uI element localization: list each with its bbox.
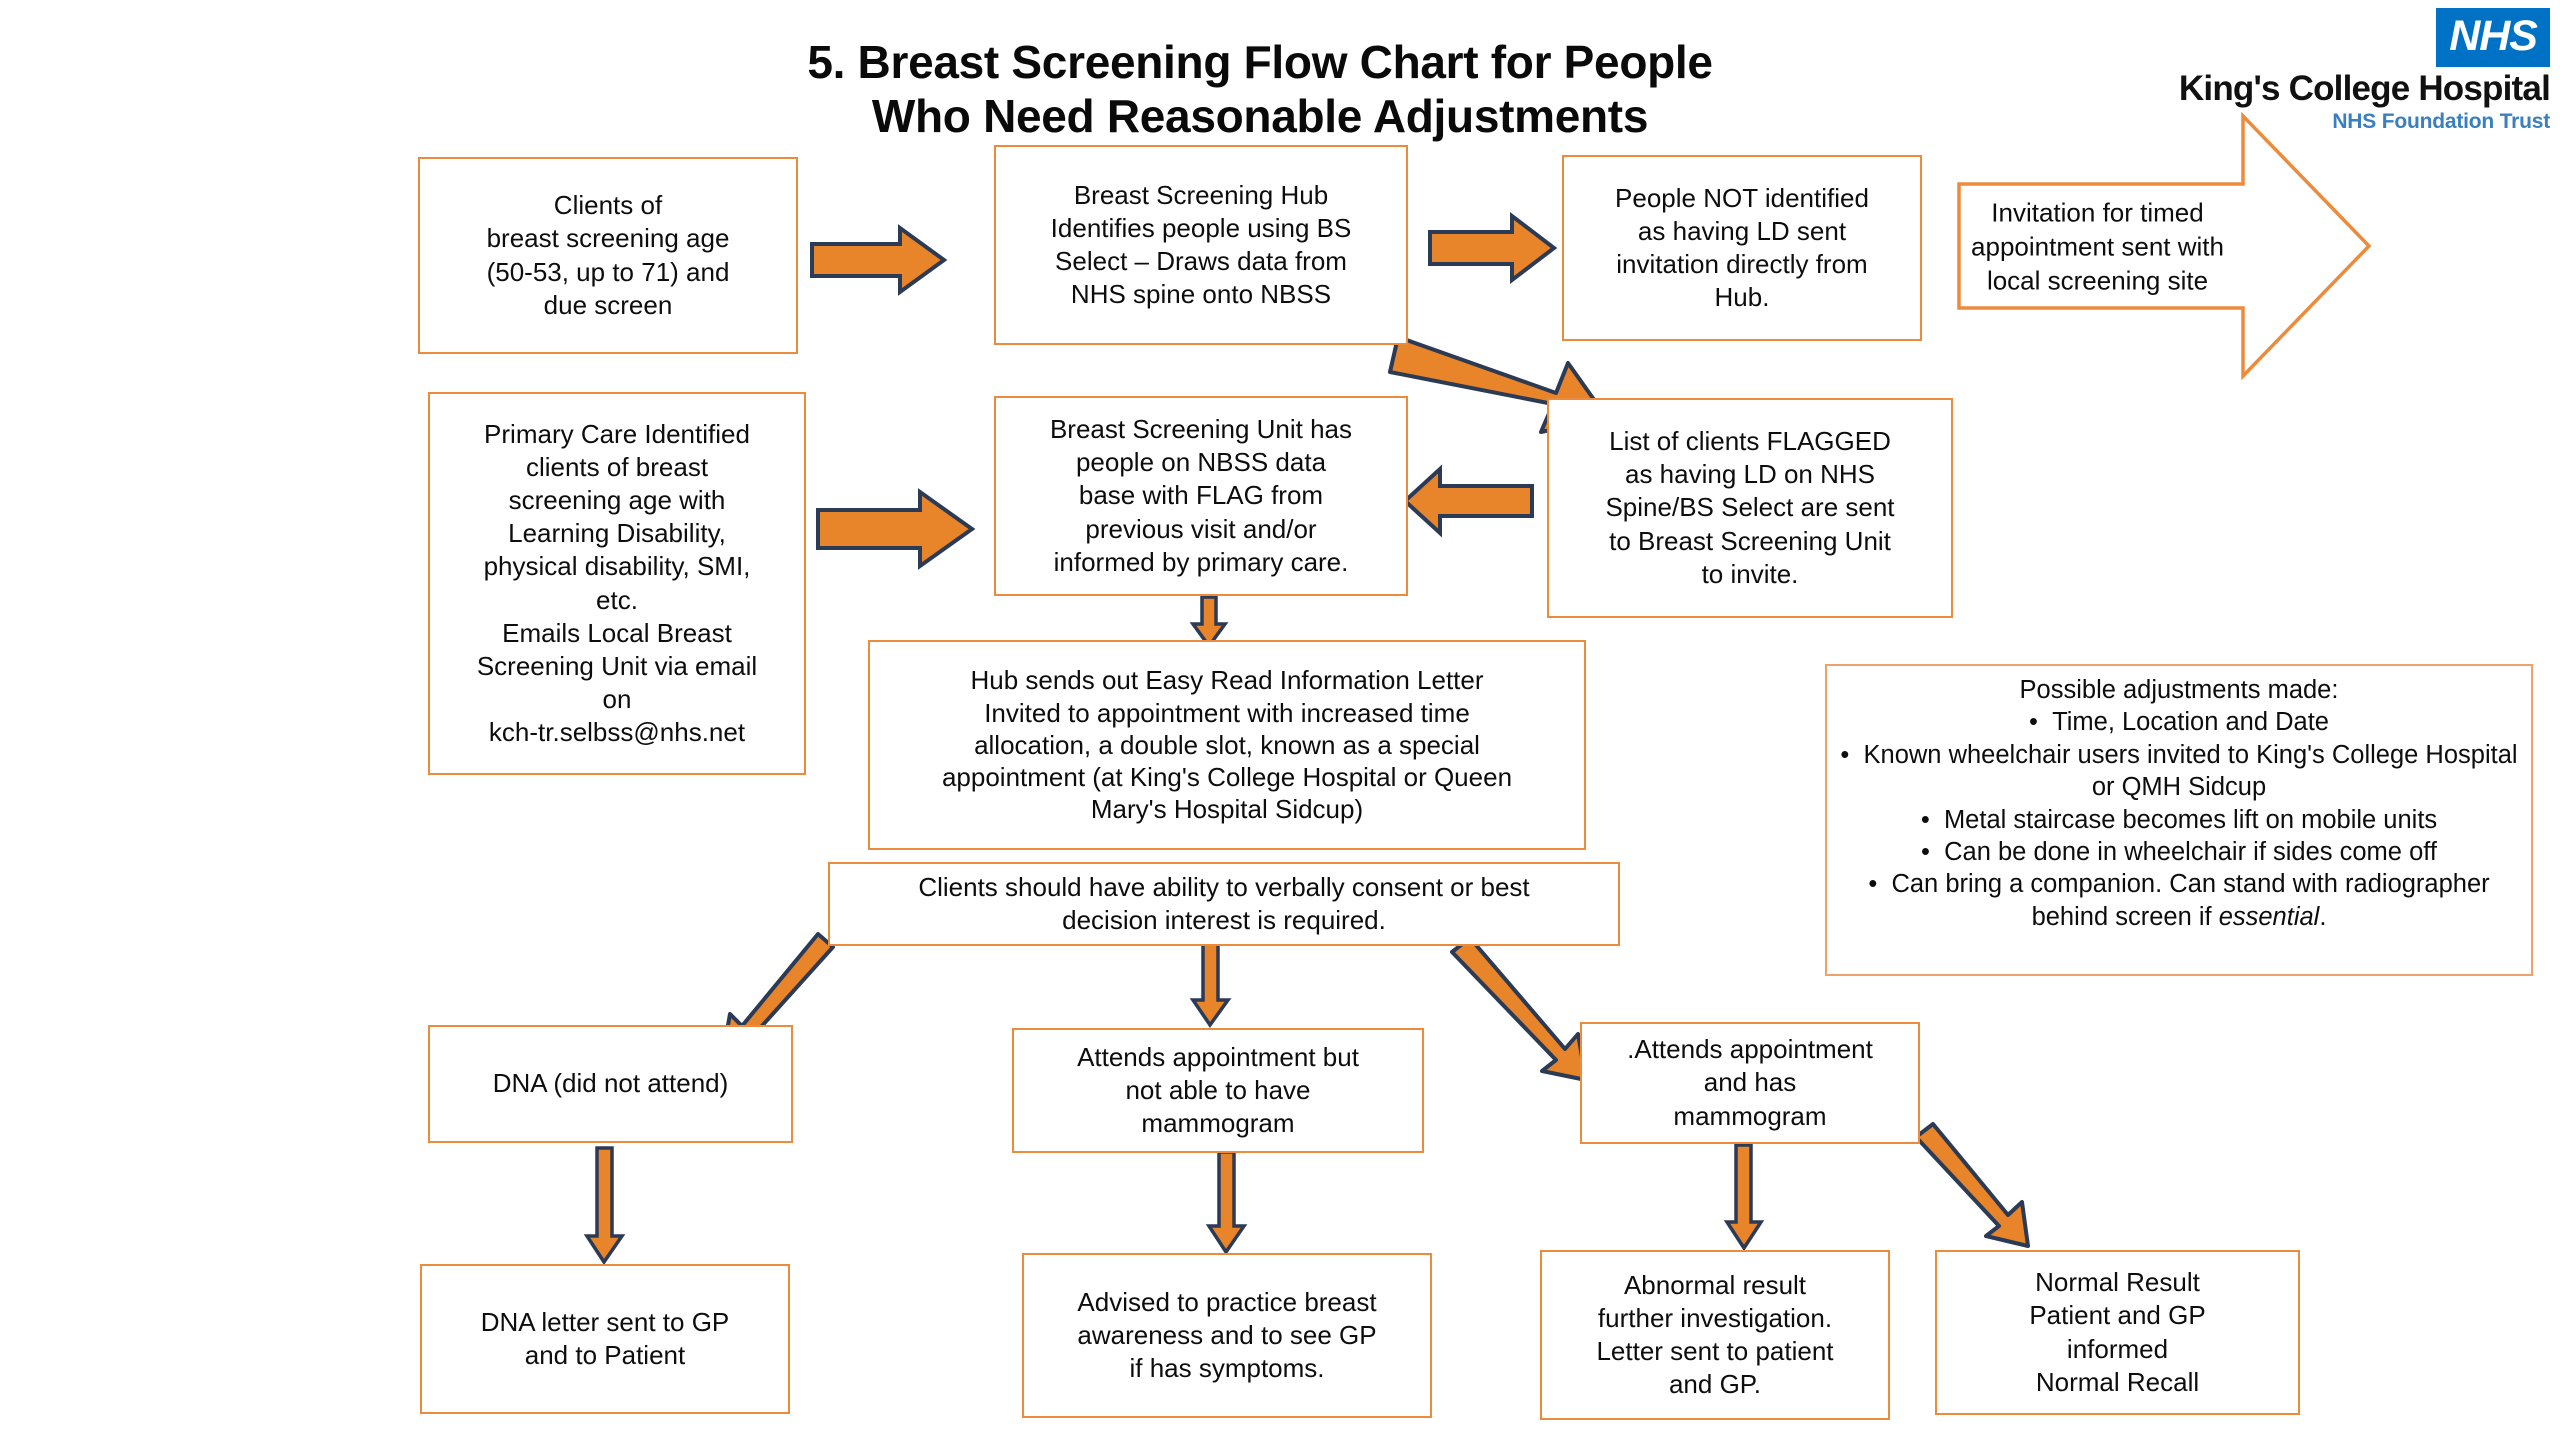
box-attends-has-mammogram-text: .Attends appointment and has mammogram (1627, 1034, 1873, 1131)
adjustments-header: Possible adjustments made: (2019, 676, 2339, 704)
box-hub-identifies-text: Breast Screening Hub Identifies people u… (1050, 179, 1352, 310)
box-people-not-identified-text: People NOT identified as having LD sent … (1615, 182, 1869, 313)
adjustment-item-5: • Can bring a companion. Can stand with … (1868, 870, 2490, 931)
box-attends-has-mammogram[interactable]: .Attends appointment and has mammogram (1580, 1022, 1920, 1144)
box-advised-breast-awareness[interactable]: Advised to practice breast awareness and… (1022, 1253, 1432, 1418)
box-dna-did-not-attend-text: DNA (did not attend) (492, 1068, 729, 1099)
nhs-logo-badge: NHS (2436, 8, 2550, 67)
box-clients-due-screen[interactable]: Clients of breast screening age (50-53, … (418, 157, 798, 354)
box-bsu-nbss-flag[interactable]: Breast Screening Unit has people on NBSS… (994, 396, 1408, 596)
box-dna-letter-gp-patient-text: DNA letter sent to GP and to Patient (480, 1306, 730, 1370)
box-verbal-consent[interactable]: Clients should have ability to verbally … (828, 862, 1620, 946)
box-people-not-identified[interactable]: People NOT identified as having LD sent … (1562, 155, 1922, 341)
adjustment-item-4: • Can be done in wheelchair if sides com… (1921, 837, 2437, 866)
box-primary-care-identified[interactable]: Primary Care Identified clients of breas… (428, 392, 806, 775)
arrow-attends-mammo-to-abnormal (1723, 1143, 1765, 1252)
arrow-attends-mammo-to-normal (1914, 1122, 2030, 1248)
callout-invitation-timed-appointment-text: Invitation for timed appointment sent wi… (1971, 197, 2224, 295)
arrow-dna-to-dna-letter (583, 1146, 626, 1266)
arrow-consent-to-attends-mammo (1450, 936, 1588, 1082)
trust-name-label: King's College Hospital (2178, 69, 2551, 108)
box-attends-no-mammogram[interactable]: Attends appointment but not able to have… (1012, 1028, 1424, 1153)
box-advised-breast-awareness-text: Advised to practice breast awareness and… (1077, 1286, 1377, 1383)
trust-subtitle-label: NHS Foundation Trust (2332, 110, 2550, 134)
nhs-trust-logo: NHS King's College Hospital NHS Foundati… (2170, 8, 2551, 134)
arrow-hub-to-not-identified (1428, 211, 1558, 285)
arrow-attends-no-mammo-to-advised (1205, 1150, 1248, 1256)
box-dna-letter-gp-patient[interactable]: DNA letter sent to GP and to Patient (420, 1264, 790, 1414)
adjustment-item-3: • Metal staircase becomes lift on mobile… (1920, 805, 2438, 834)
callout-invitation-timed-appointment[interactable]: Invitation for timed appointment sent wi… (1955, 112, 2375, 382)
box-abnormal-result-text: Abnormal result further investigation. L… (1596, 1269, 1834, 1400)
adjustment-item-2: • Known wheelchair users invited to King… (1840, 740, 2518, 802)
box-easy-read-letter-text: Hub sends out Easy Read Information Lett… (941, 665, 1513, 825)
box-attends-no-mammogram-text: Attends appointment but not able to have… (1077, 1041, 1359, 1138)
title-line-2: Who Need Reasonable Adjustments (871, 89, 1649, 142)
chevron-shape (1957, 112, 2372, 381)
box-flagged-clients-list-text: List of clients FLAGGED as having LD on … (1605, 426, 1895, 589)
adjustment-item-1: • Time, Location and Date (2029, 708, 2329, 737)
arrow-bsu-to-easy-read (1189, 595, 1229, 649)
box-flagged-clients-list[interactable]: List of clients FLAGGED as having LD on … (1547, 398, 1953, 618)
box-primary-care-identified-text: Primary Care Identified clients of breas… (476, 419, 758, 747)
box-verbal-consent-text: Clients should have ability to verbally … (918, 871, 1530, 935)
title-line-1: 5. Breast Screening Flow Chart for Peopl… (807, 36, 1713, 88)
arrow-consent-to-attends-no-mammo (1189, 942, 1232, 1029)
box-hub-identifies[interactable]: Breast Screening Hub Identifies people u… (994, 145, 1408, 345)
arrow-clients-to-hub (810, 224, 948, 296)
box-normal-result-text: Normal Result Patient and GP informed No… (2029, 1267, 2206, 1397)
arrow-flagged-list-to-bsu (1402, 464, 1534, 538)
box-normal-result[interactable]: Normal Result Patient and GP informed No… (1935, 1250, 2300, 1415)
box-possible-adjustments[interactable]: Possible adjustments made: • Time, Locat… (1825, 664, 2533, 976)
page-title: 5. Breast Screening Flow Chart for Peopl… (700, 36, 1820, 144)
box-bsu-nbss-flag-text: Breast Screening Unit has people on NBSS… (1049, 414, 1353, 577)
box-clients-due-screen-text: Clients of breast screening age (50-53, … (486, 190, 730, 320)
box-dna-did-not-attend[interactable]: DNA (did not attend) (428, 1025, 793, 1143)
box-abnormal-result[interactable]: Abnormal result further investigation. L… (1540, 1250, 1890, 1420)
box-easy-read-letter[interactable]: Hub sends out Easy Read Information Lett… (868, 640, 1586, 850)
arrow-primary-care-to-bsu (816, 488, 976, 570)
